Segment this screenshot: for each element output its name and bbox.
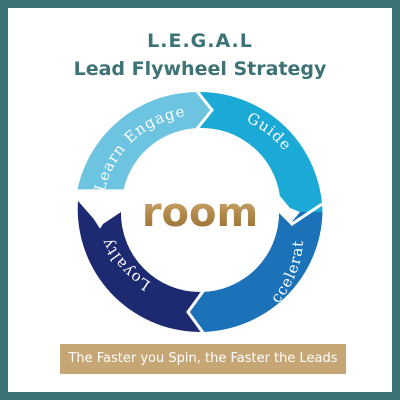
- arrow-divider-left-icon: [75, 189, 125, 229]
- arrow-divider-top-icon: [194, 89, 214, 131]
- arrow-divider-bottom-icon: [186, 289, 206, 335]
- flywheel-segment-guide: [200, 92, 323, 212]
- flywheel-hub: [121, 133, 279, 291]
- tagline-banner: The Faster you Spin, the Faster the Lead…: [60, 344, 346, 374]
- arrow-divider-right-icon: [278, 202, 323, 227]
- flywheel-segment-learn-engage: [77, 91, 210, 190]
- center-word: room: [142, 190, 258, 236]
- flywheel-segment-accelerate: [190, 212, 323, 332]
- diagram-title-acronym: L.E.G.A.L: [147, 30, 253, 52]
- flywheel-segment-loyalty: [77, 201, 200, 332]
- diagram-title: Lead Flywheel Strategy: [73, 58, 327, 80]
